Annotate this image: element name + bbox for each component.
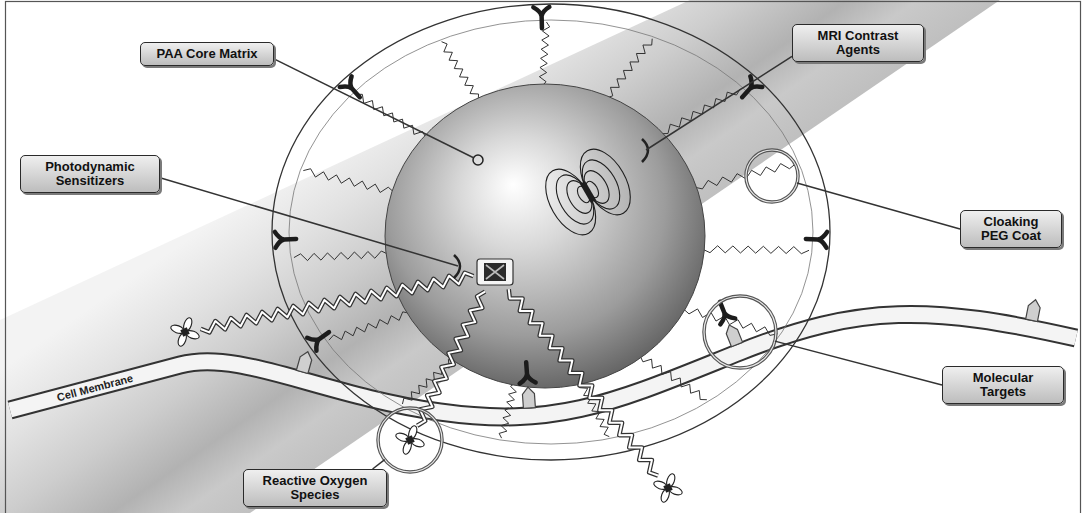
ros-ray	[509, 289, 658, 475]
field-line	[575, 154, 628, 216]
ros-symbol	[391, 421, 429, 459]
ros-ray-edge	[201, 273, 474, 333]
callout-text: Photodynamic Sensitizers	[31, 160, 149, 188]
ros-symbol	[649, 469, 687, 507]
ros-ray-edge	[509, 289, 658, 475]
peg-chain	[294, 251, 388, 261]
receptor-body	[1026, 299, 1042, 322]
highlight-circle-inner	[746, 150, 798, 202]
pointer-crescent	[454, 255, 460, 278]
picture-frame	[6, 2, 1081, 513]
targeting-ligand	[307, 326, 333, 351]
callout-text: Cloaking PEG Coat	[971, 215, 1051, 243]
peg-coat-inner-ring	[289, 20, 813, 444]
peg-chain	[607, 39, 652, 98]
callout-text: Molecular Targets	[953, 371, 1053, 399]
ros-symbol	[166, 313, 204, 351]
highlight-circle	[746, 150, 798, 202]
leader-line	[797, 183, 960, 229]
peg-chain	[640, 356, 707, 400]
receptor-body	[296, 350, 313, 373]
peg-chain	[442, 42, 479, 100]
callout-box: Molecular Targets	[942, 366, 1064, 404]
membrane-receptor	[296, 350, 313, 373]
peg-coat-outline	[272, 4, 830, 460]
callout-box: PAA Core Matrix	[140, 42, 274, 66]
peg-chain	[702, 246, 809, 254]
highlight-circle-inner	[704, 296, 776, 368]
field-line	[562, 176, 597, 217]
targeting-ligand	[806, 231, 828, 248]
leader-line	[274, 59, 474, 158]
field-line	[549, 169, 602, 231]
sensitizer-cross	[486, 265, 504, 279]
field-line	[579, 166, 614, 207]
callout-text: MRI Contrast Agents	[803, 29, 913, 57]
sensitizer-frame	[477, 259, 513, 285]
leader-line	[373, 460, 385, 469]
peg-chain	[329, 312, 410, 340]
light-band	[0, 0, 1000, 513]
targeting-ligand	[275, 231, 297, 248]
leader-line	[160, 178, 458, 266]
leader-lines	[160, 56, 960, 469]
magnet-bar	[580, 181, 596, 203]
highlight-circle-inner	[378, 408, 442, 472]
mri-field-symbol	[535, 141, 640, 243]
ros-center	[404, 434, 417, 447]
receptor-body	[724, 323, 743, 347]
bound-ligand	[713, 299, 736, 324]
field-line	[570, 141, 641, 223]
callout-box: MRI Contrast Agents	[792, 24, 924, 62]
membrane-receptor	[1026, 299, 1042, 322]
callout-box: Reactive Oxygen Species	[243, 469, 387, 507]
membrane-receptor	[518, 362, 537, 409]
peg-chains	[294, 22, 809, 438]
pointer-crescent	[642, 139, 648, 162]
ros-center	[179, 326, 192, 339]
ros-ray	[417, 292, 485, 426]
bound-ligand	[518, 362, 535, 384]
ros-ray	[201, 273, 474, 333]
receptor-body	[522, 387, 535, 409]
membrane-label: Cell Membrane	[56, 371, 135, 404]
targeting-ligand	[533, 7, 550, 28]
ros-center	[662, 482, 675, 495]
highlight-circle	[378, 408, 442, 472]
peg-chain	[303, 169, 394, 193]
ros-ray-edge	[417, 292, 485, 426]
pointer-ring	[473, 155, 483, 165]
peg-chain	[499, 383, 516, 438]
callout-box: Photodynamic Sensitizers	[20, 155, 160, 193]
callout-box: Cloaking PEG Coat	[960, 210, 1062, 248]
callout-text: Reactive Oxygen Species	[254, 474, 376, 502]
paa-core	[385, 84, 705, 388]
leader-line	[646, 56, 792, 150]
highlight-circle	[704, 296, 776, 368]
sensitizer-symbol	[477, 259, 513, 285]
leader-line	[775, 341, 942, 385]
peg-chain	[661, 89, 741, 134]
callout-text: PAA Core Matrix	[151, 47, 263, 61]
sensitizer-core	[484, 263, 506, 281]
peg-chain	[539, 22, 549, 86]
